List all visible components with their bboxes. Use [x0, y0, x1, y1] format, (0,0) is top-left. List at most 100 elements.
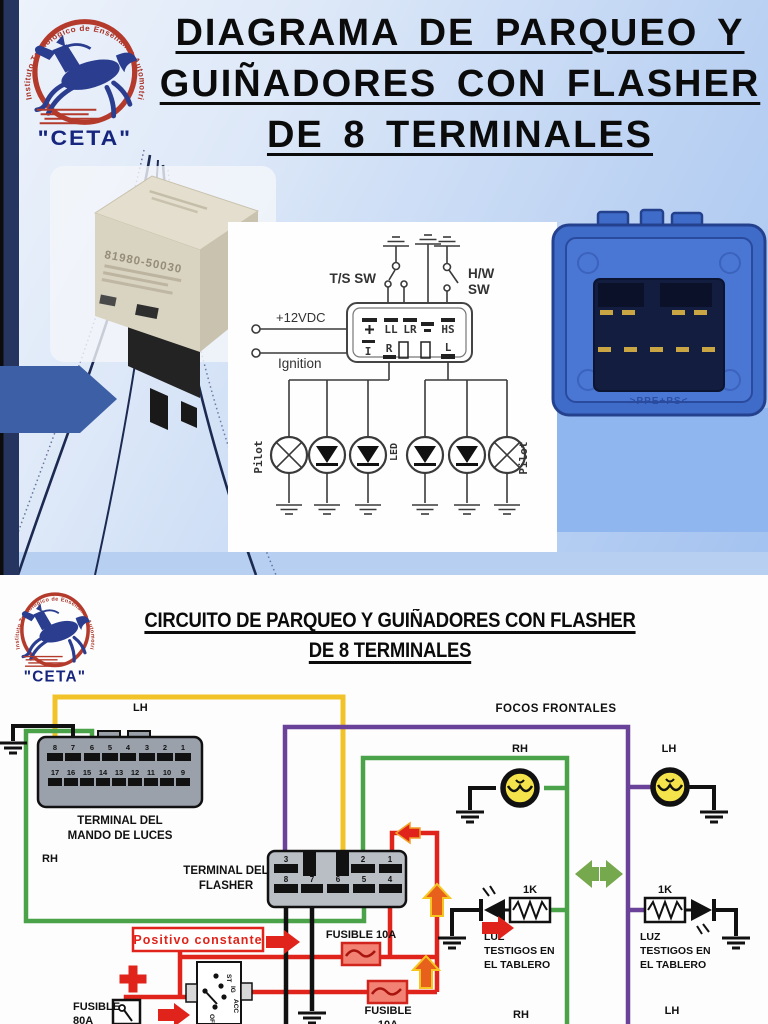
page2-title-line2: DE 8 TERMINALES — [308, 639, 472, 662]
resistor-1k-label: 1K — [523, 884, 537, 896]
pin-ll: LL — [384, 323, 398, 336]
terminal-mando-connector: 8 7 6 5 4 3 2 1 17 — [36, 730, 204, 842]
svg-text:ACC: ACC — [232, 999, 239, 1013]
connector-marking: >PPE+PS< — [630, 396, 689, 407]
arrow-right-icon — [482, 916, 514, 940]
arrow-right-icon — [158, 1003, 190, 1024]
page2-logo — [4, 578, 98, 688]
svg-text:EL TABLERO: EL TABLERO — [640, 959, 706, 971]
arrow-right-icon — [266, 930, 300, 954]
page1-title-line1: DIAGRAMA DE PARQUEO Y — [175, 12, 745, 54]
svg-text:IG: IG — [229, 986, 236, 993]
fuse-10a-top: FUSIBLE 10A — [326, 929, 396, 967]
svg-text:15: 15 — [83, 768, 91, 777]
schematic-panel — [228, 222, 557, 552]
resistor-1k-label: 1K — [658, 884, 672, 896]
terminal-flasher-label-2: FLASHER — [199, 880, 254, 892]
testigo-right: 1K LUZ TESTIGOS EN EL TABLERO — [640, 884, 716, 971]
positivo-label: Positivo constante — [133, 933, 262, 947]
mando-pins-bottom — [48, 778, 190, 786]
terminal-flasher-connector: 3 2 1 8 7 6 5 4 TERMINAL DEL FLASHER — [183, 849, 408, 909]
pin-i: I — [365, 345, 372, 358]
page1-bottom-strip — [0, 552, 768, 575]
fuse-10a-bottom: FUSIBLE 10A — [364, 979, 412, 1024]
ignition-position-labels: ST IG ACC OFF — [208, 974, 239, 1024]
led-icon — [405, 435, 445, 475]
svg-text:2: 2 — [361, 855, 366, 864]
svg-text:16: 16 — [67, 768, 75, 777]
ignition-switch: ST IG ACC OFF — [185, 961, 253, 1024]
svg-text:3: 3 — [284, 855, 289, 864]
lamp-branch-wires — [288, 362, 508, 503]
lh-front-label: LH — [662, 743, 677, 755]
svg-text:2: 2 — [163, 743, 167, 752]
svg-text:8: 8 — [284, 875, 289, 884]
flasher-unit-outline — [346, 302, 473, 363]
svg-text:12: 12 — [131, 768, 139, 777]
svg-text:8: 8 — [53, 743, 57, 752]
flasher-pin-numbers-bottom: 8 7 6 5 4 — [284, 875, 393, 884]
rh-bottom-label: RH — [513, 1009, 529, 1021]
fusible-80a-label-2: 80A — [73, 1015, 93, 1024]
svg-text:17: 17 — [51, 768, 59, 777]
page1-title-line3: DE 8 TERMINALES — [266, 114, 654, 156]
mando-pin-numbers-top: 8 7 6 5 4 3 2 1 — [53, 743, 185, 752]
ignition-label: Ignition — [278, 356, 322, 371]
fusible-80a-label-1: FUSIBLE — [73, 1001, 120, 1013]
flow-arrows — [158, 821, 514, 1024]
page2-title: CIRCUITO DE PARQUEO Y GUIÑADORES CON FLA… — [128, 606, 652, 666]
connector-pins — [598, 310, 715, 352]
svg-text:6: 6 — [90, 743, 94, 752]
rh-front-label: RH — [512, 743, 528, 755]
led-icon — [307, 435, 347, 475]
positivo-constante-callout: Positivo constante — [131, 926, 265, 953]
svg-text:7: 7 — [310, 875, 315, 884]
power-inputs — [251, 324, 364, 358]
v12-label: +12VDC — [276, 310, 326, 325]
black-wires — [11, 724, 738, 1024]
purple-wire-lh — [282, 724, 631, 1024]
svg-text:14: 14 — [99, 768, 108, 777]
svg-text:3: 3 — [145, 743, 149, 752]
flasher-unit-pins: LL LR HS I R L — [362, 318, 455, 359]
page1-graphics: Instituto Tecnológico de Enseñanza Autom… — [0, 0, 768, 575]
focos-frontales-label: FOCOS FRONTALES — [495, 703, 616, 715]
svg-text:10: 10 — [163, 768, 171, 777]
led-icon — [447, 435, 487, 475]
pilot-lamp-icon — [487, 435, 527, 475]
svg-text:1: 1 — [181, 743, 185, 752]
top-ground-icons — [382, 234, 461, 305]
wiring-diagram: 8 7 6 5 4 3 2 1 17 — [0, 694, 752, 1024]
fuse-80a: FUSIBLE 80A — [73, 998, 142, 1024]
svg-text:6: 6 — [336, 875, 341, 884]
fusible-label-1: FUSIBLE — [364, 1005, 411, 1017]
page1-title-line2: GUIÑADORES CON FLASHER — [159, 63, 761, 105]
flasher-pins-bottom — [274, 884, 402, 893]
svg-text:4: 4 — [388, 875, 393, 884]
svg-text:OFF: OFF — [208, 1014, 215, 1024]
connector-photo-background — [557, 408, 768, 532]
testigo-left: 1K LUZ TESTIGOS EN EL TABLERO — [479, 884, 555, 971]
lh-bottom-label: LH — [665, 1005, 680, 1017]
terminal-mando-label-1: TERMINAL DEL — [77, 815, 162, 827]
led-label: LED — [389, 443, 400, 461]
arrow-left-icon — [394, 821, 421, 845]
luz-label-2: TESTIGOS EN — [484, 945, 555, 957]
flasher-schematic: T/S SW H/W SW +12VDC Ignition LL — [228, 222, 557, 552]
svg-text:4: 4 — [126, 743, 131, 752]
pilot-lamp-icon — [269, 435, 309, 475]
fusible-10a-label: FUSIBLE 10A — [326, 929, 396, 941]
svg-text:11: 11 — [147, 768, 155, 777]
page2-slide: CIRCUITO DE PARQUEO Y GUIÑADORES CON FLA… — [0, 575, 768, 1024]
left-navy-bar — [3, 0, 19, 575]
pilot-and-led-lamps — [269, 435, 527, 475]
terminal-flasher-label-1: TERMINAL DEL — [183, 865, 268, 877]
green-wire-rh — [360, 755, 570, 1024]
pin-hs: HS — [441, 323, 454, 336]
fusible-10a-label-2: 10A — [378, 1019, 398, 1024]
hw-sw-label-2: SW — [468, 282, 490, 297]
svg-text:ST: ST — [225, 974, 232, 982]
luz-label-3: EL TABLERO — [484, 959, 550, 971]
pin-l: L — [445, 341, 452, 354]
blue-connector-photo: >PPE+PS< — [551, 208, 767, 417]
